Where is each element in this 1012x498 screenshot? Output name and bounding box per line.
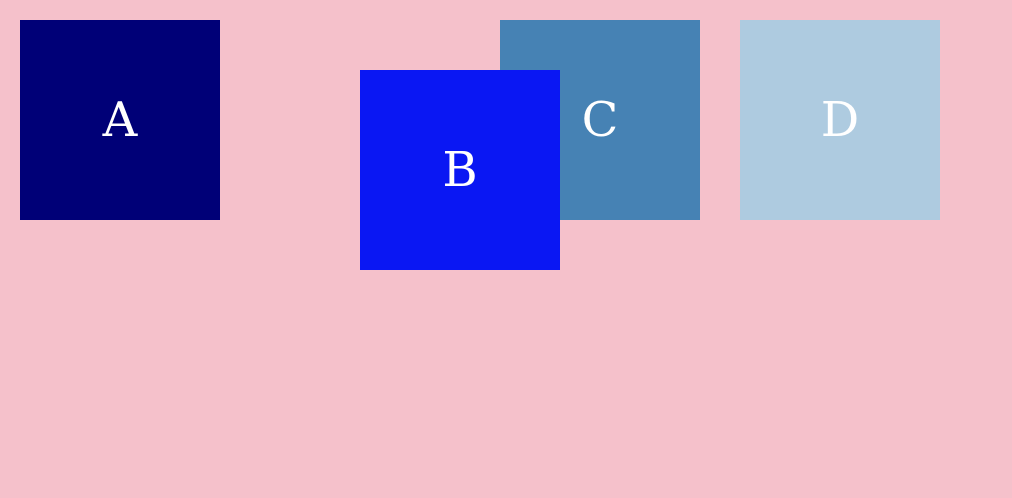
box-d-label: D xyxy=(820,92,860,148)
box-b: B xyxy=(360,70,560,270)
box-b-label: B xyxy=(442,142,478,198)
box-a: A xyxy=(20,20,220,220)
box-d: D xyxy=(740,20,940,220)
box-c-label: C xyxy=(581,92,619,148)
box-a-label: A xyxy=(102,92,138,148)
